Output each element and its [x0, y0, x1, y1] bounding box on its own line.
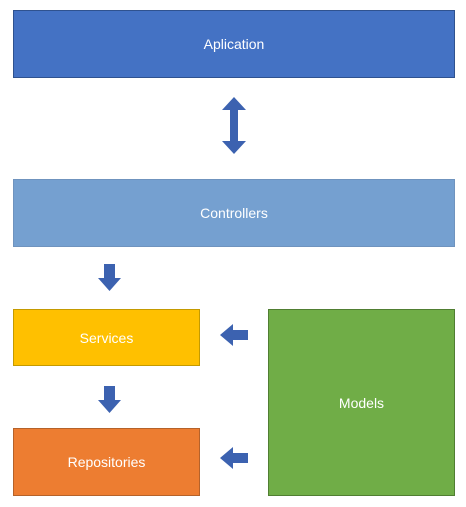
services-box: Services [13, 309, 200, 366]
repositories-label: Repositories [67, 454, 146, 470]
application-controllers-arrow [222, 97, 246, 154]
controllers-services-arrow [98, 264, 121, 291]
models-repositories-arrow [220, 447, 248, 469]
models-label: Models [338, 394, 385, 411]
models-services-arrow [220, 324, 248, 346]
repositories-box: Repositories [13, 428, 200, 496]
controllers-box: Controllers [13, 179, 455, 247]
application-label: Aplication [203, 36, 265, 52]
controllers-label: Controllers [200, 205, 268, 221]
services-repositories-arrow [98, 386, 121, 413]
models-box: Models [268, 309, 455, 496]
services-label: Services [79, 329, 134, 346]
application-box: Aplication [13, 10, 455, 78]
